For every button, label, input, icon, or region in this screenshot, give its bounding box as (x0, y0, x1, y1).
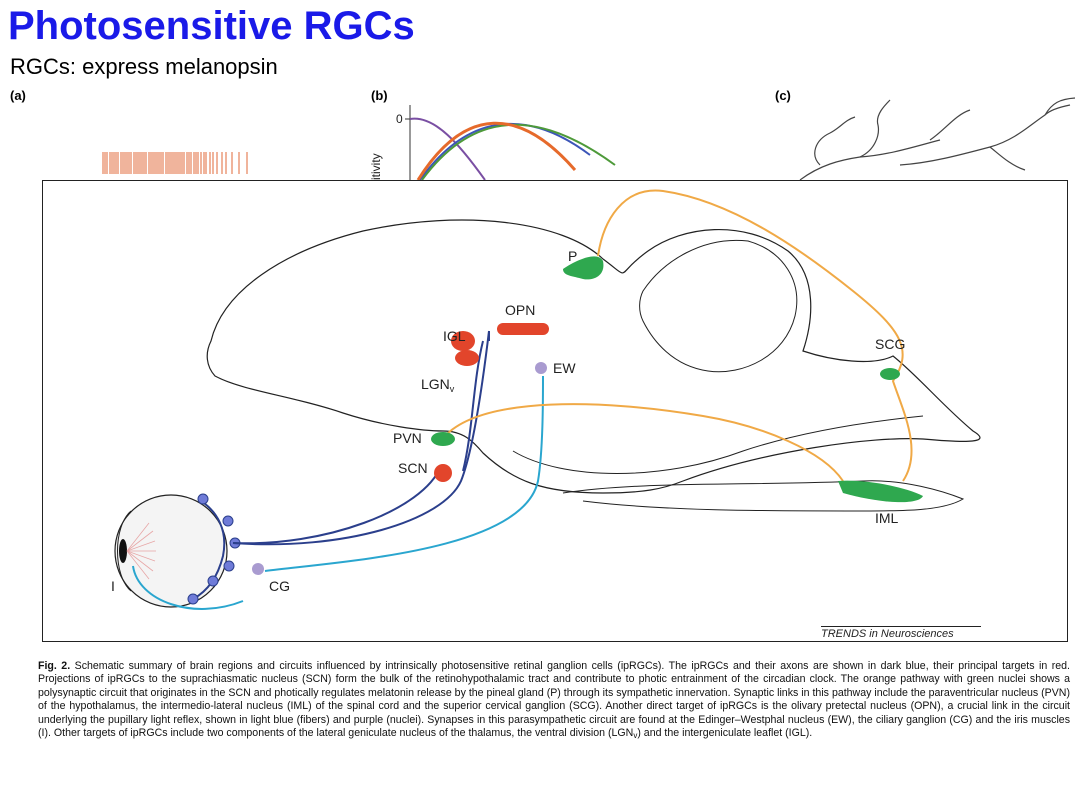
panel-a-spike-raster (102, 152, 248, 174)
figure-caption: Fig. 2. Schematic summary of brain regio… (38, 660, 1070, 742)
scn-nucleus (434, 464, 452, 482)
igl-nucleus (451, 331, 475, 351)
brain-circuit-diagram: P OPN IGL LGNv EW SCG PVN SCN IML CG I T… (42, 180, 1068, 642)
panel-b-label: (b) (371, 88, 388, 103)
figure-credit: TRENDS in Neurosciences (821, 626, 981, 640)
panel-b-curve-purple (409, 117, 486, 180)
pineal-gland-nucleus (563, 256, 604, 280)
label-lgn: LGNv (421, 376, 455, 394)
label-cg: CG (269, 578, 290, 594)
spinal-outline (562, 480, 965, 512)
label-scg: SCG (875, 336, 905, 352)
panel-c-label: (c) (775, 88, 791, 103)
label-p: P (568, 248, 577, 264)
caption-text-part-1: Schematic summary of brain regions and c… (38, 660, 1070, 740)
caption-figure-number: Fig. 2. (38, 660, 71, 672)
panel-c-dendrite-morphology (799, 97, 1076, 180)
lgnv-nucleus (455, 350, 479, 366)
cg-nucleus (252, 563, 264, 575)
cerebellum-outline (639, 239, 798, 373)
label-scn: SCN (398, 460, 428, 476)
slide-subtitle: RGCs: express melanopsin (10, 54, 278, 79)
label-i: I (111, 578, 115, 594)
label-ew: EW (553, 360, 576, 376)
opn-nucleus (497, 323, 549, 335)
slide-title: Photosensitive RGCs (8, 4, 415, 48)
label-iml: IML (875, 510, 899, 526)
brain-outline (206, 219, 981, 494)
panel-b-tick-zero: 0 (396, 112, 403, 126)
caption-text-part-2: ) and the intergeniculate leaflet (IGL). (637, 727, 813, 740)
caption-subscript-v: v (633, 731, 638, 741)
ew-nucleus (535, 362, 547, 374)
iprgc-axons (232, 330, 490, 546)
iml-nucleus (838, 480, 923, 503)
brainstem-outline (512, 415, 924, 474)
panel-b-curve-orange (416, 121, 577, 180)
panel-b-sensitivity-plot: 0 itivity (369, 105, 616, 180)
scg-nucleus (880, 368, 900, 380)
label-igl: IGL (443, 328, 466, 344)
eye (114, 493, 241, 608)
label-pvn: PVN (393, 430, 422, 446)
pvn-nucleus (431, 432, 455, 446)
label-opn: OPN (505, 302, 535, 318)
panel-b-axis-label: itivity (369, 153, 383, 180)
panel-a-label: (a) (10, 88, 26, 103)
